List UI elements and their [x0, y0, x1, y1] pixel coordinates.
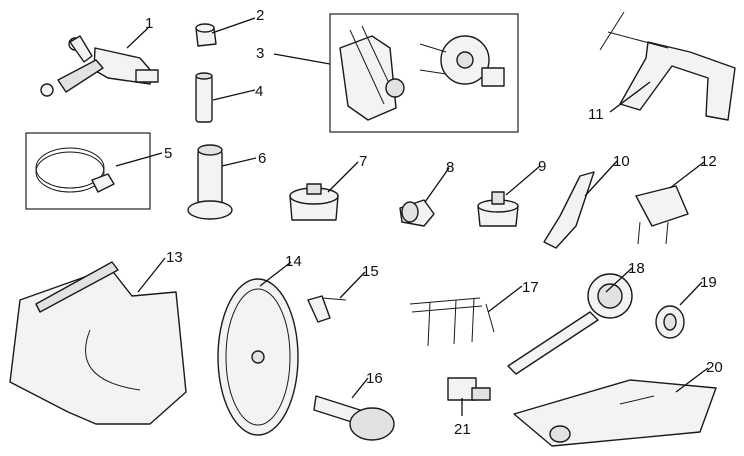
label-12: 12 [700, 153, 717, 170]
part-5-band-clamp [35, 147, 115, 193]
label-10: 10 [613, 153, 630, 170]
part-number-labels: 1 2 3 4 5 6 7 8 9 10 11 12 13 14 15 16 1… [145, 7, 723, 438]
label-17: 17 [522, 279, 539, 296]
label-13: 13 [166, 249, 183, 266]
label-16: 16 [366, 370, 383, 387]
label-4: 4 [255, 83, 263, 100]
part-21-pin-driver [447, 377, 491, 401]
part-12-pin-plate [635, 185, 689, 245]
part-15-bent-tab [307, 295, 347, 323]
part-11-press-frame [599, 11, 736, 121]
label-15: 15 [362, 263, 379, 280]
part-10-bracket [543, 171, 595, 249]
kit-5-frame [25, 132, 151, 210]
part-9-small-cup [477, 191, 519, 227]
part-19-gear [655, 305, 685, 339]
part-18-spanner [507, 273, 633, 375]
leader-lines [115, 17, 709, 416]
part-4-pin [195, 72, 213, 123]
label-14: 14 [285, 253, 302, 270]
label-1: 1 [145, 15, 153, 32]
part-17-pin-gauge [409, 297, 495, 347]
label-21: 21 [454, 421, 471, 438]
part-1-crank-tool [40, 35, 159, 97]
label-9: 9 [538, 158, 546, 175]
label-7: 7 [359, 153, 367, 170]
kit-3-frame [329, 13, 519, 133]
part-3-puller-kit [339, 25, 505, 121]
part-6-stepped-pin [187, 144, 233, 220]
label-19: 19 [700, 274, 717, 291]
part-8-bushing [399, 199, 435, 227]
label-18: 18 [628, 260, 645, 277]
part-13-support-plate [9, 261, 187, 425]
label-2: 2 [256, 7, 264, 24]
part-7-cup-tool [289, 183, 339, 221]
part-2-sleeve [195, 23, 217, 47]
label-8: 8 [446, 159, 454, 176]
label-6: 6 [258, 150, 266, 167]
label-5: 5 [164, 145, 172, 162]
label-11: 11 [588, 106, 604, 123]
part-16-hammer-tool [313, 395, 395, 441]
label-3: 3 [256, 45, 264, 62]
part-14-degree-wheel [217, 278, 299, 436]
part-20-frame-tool [513, 379, 717, 447]
label-20: 20 [706, 359, 723, 376]
